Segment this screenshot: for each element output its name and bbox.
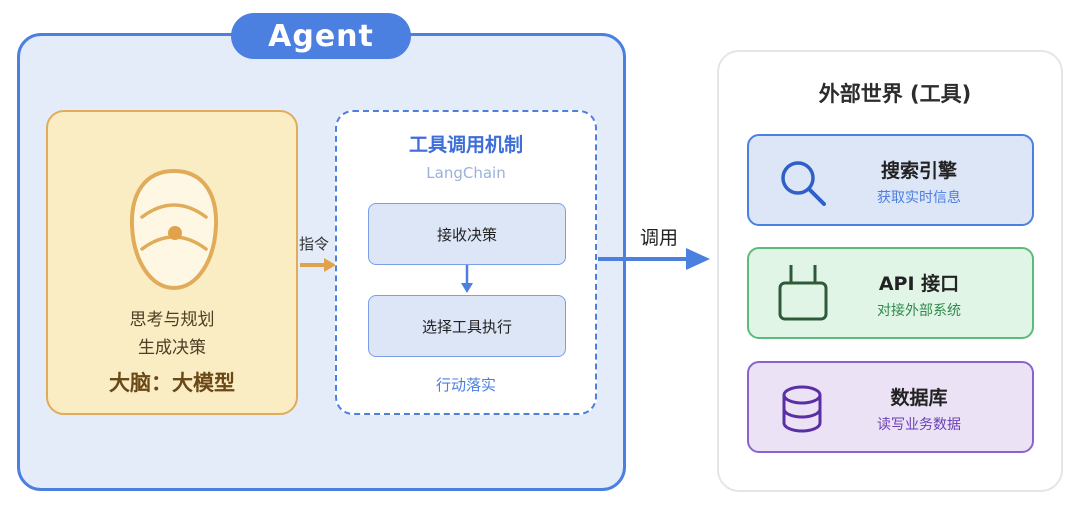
brain-title: 大脑：大模型: [109, 371, 235, 395]
step-select-tool: 选择工具执行: [368, 295, 566, 357]
brain-line-decision: 生成决策: [138, 338, 206, 358]
card-title: 搜索引擎: [880, 160, 957, 182]
call-arrow: [598, 248, 710, 270]
tool-mechanism-footer: 行动落实: [435, 376, 496, 394]
plug-icon: [778, 265, 828, 321]
card-title: API 接口: [878, 273, 960, 295]
card-api: API 接口 对接外部系统: [747, 247, 1034, 339]
tool-mechanism-subtitle: LangChain: [426, 164, 506, 182]
agent-label: Agent: [231, 13, 411, 59]
database-icon: [782, 385, 822, 433]
brain-head-icon: [129, 168, 219, 291]
brain-line-thinking: 思考与规划: [129, 310, 215, 330]
instruction-arrow: [300, 258, 336, 272]
external-world-title: 外部世界 (工具): [818, 82, 972, 106]
card-subtitle: 获取实时信息: [877, 190, 961, 206]
tool-mechanism-title: 工具调用机制: [408, 134, 523, 156]
instruction-label: 指令: [299, 235, 330, 253]
tool-mechanism-box: 工具调用机制 LangChain 接收决策 选择工具执行 行动落实: [335, 110, 597, 415]
card-search-engine: 搜索引擎 获取实时信息: [747, 134, 1034, 226]
card-subtitle: 对接外部系统: [877, 303, 961, 319]
step-arrow: [461, 265, 473, 293]
search-icon: [781, 161, 826, 206]
card-database: 数据库 读写业务数据: [747, 361, 1034, 453]
call-label: 调用: [640, 227, 679, 249]
card-subtitle: 读写业务数据: [877, 417, 961, 433]
step-receive-decision: 接收决策: [368, 203, 566, 265]
card-title: 数据库: [890, 387, 948, 409]
brain-box: 思考与规划 生成决策 大脑：大模型: [46, 110, 298, 415]
